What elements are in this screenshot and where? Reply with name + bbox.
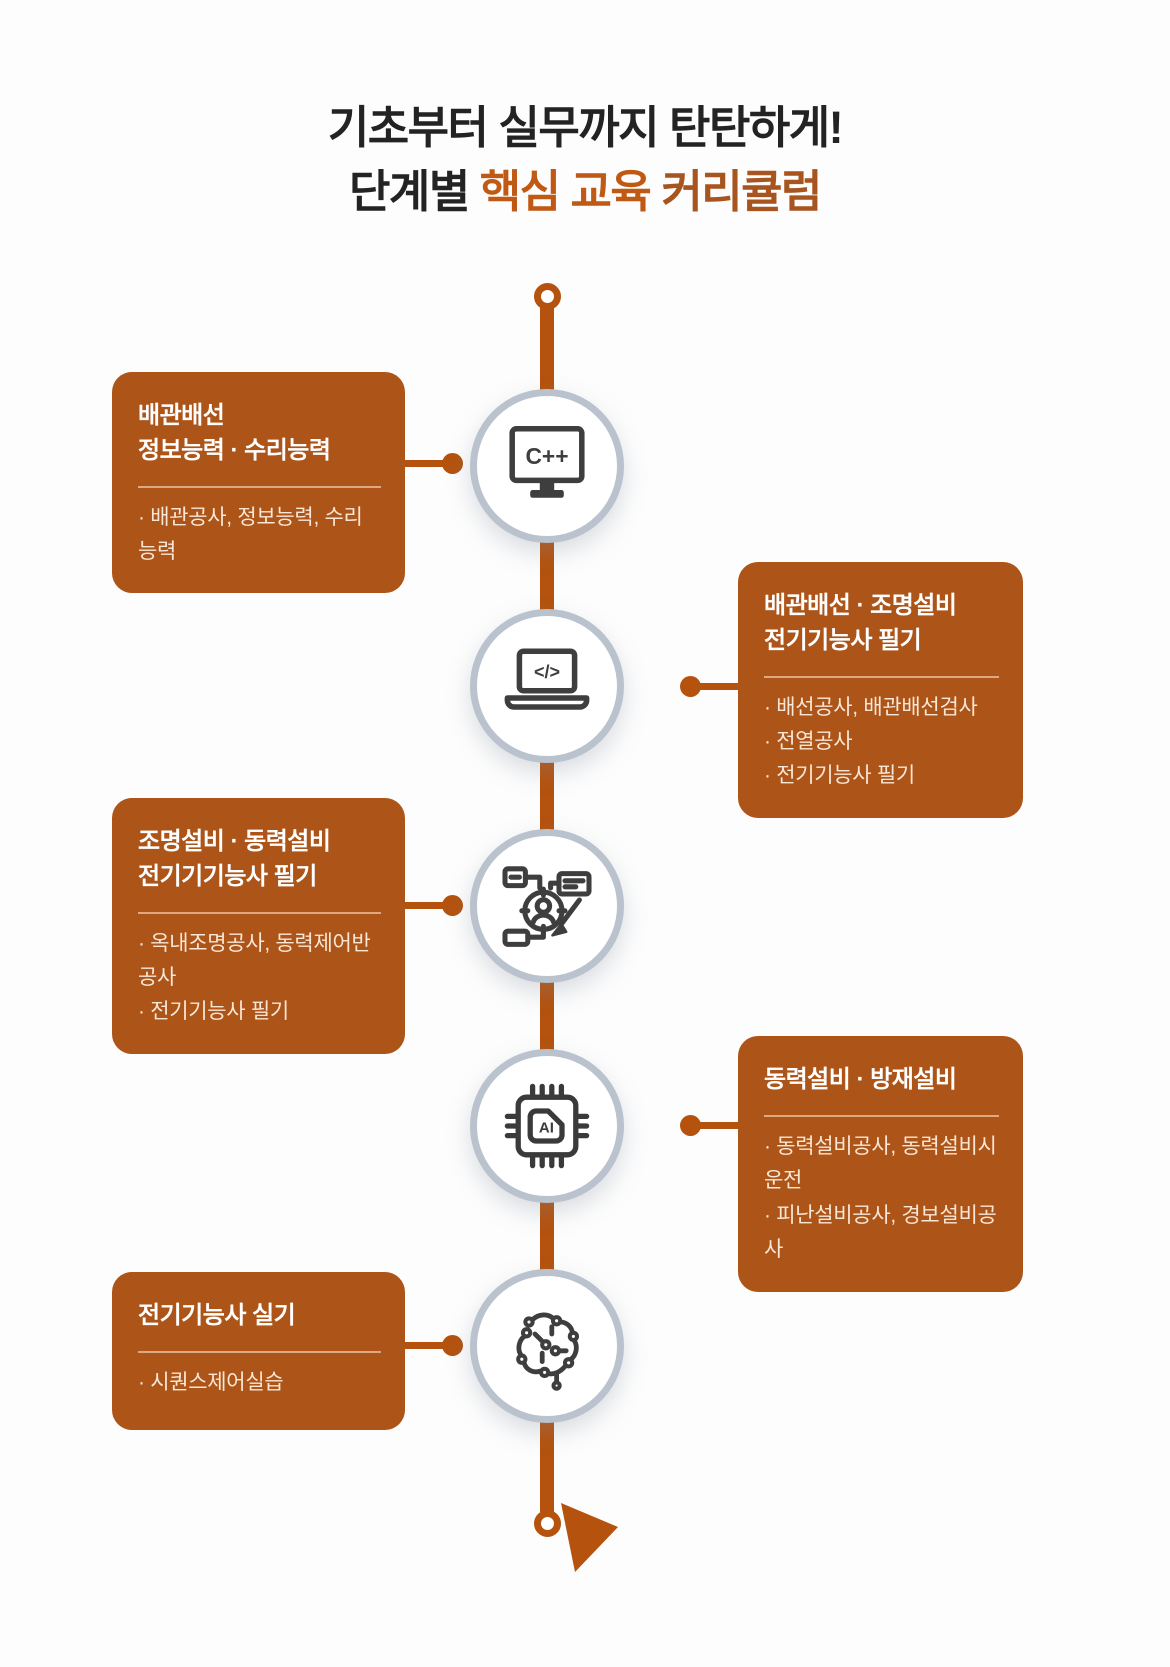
card-title-line: 전기기기능사 필기 [138, 862, 317, 890]
code-laptop-icon: </> [504, 648, 590, 710]
timeline-end-arrow-icon [561, 1503, 618, 1572]
card-bullet: · 옥내조명공사, 동력제어반공사 [138, 931, 371, 990]
card-title: 배관배선 · 조명설비 전기기능사 필기 [764, 589, 999, 659]
connector-line [405, 902, 453, 909]
cpp-monitor-icon: C++ [509, 426, 585, 498]
step-circle-4: AI [470, 1049, 624, 1203]
card-bullet: · 동력설비공사, 동력설비시운전 [764, 1134, 997, 1193]
card-title-line: 동력설비 · 방재설비 [764, 1066, 957, 1093]
card-bullet: · 피난설비공사, 경보설비공사 [764, 1203, 997, 1262]
connector-dot [442, 895, 463, 916]
page-title-line2-suffix: 커리큘럼 [661, 165, 822, 217]
card-title-line: 배관배선 · 조명설비 [764, 592, 957, 619]
connector-line [690, 1122, 740, 1129]
connector-line [405, 1342, 453, 1349]
card-title: 조명설비 · 동력설비 전기기기능사 필기 [138, 825, 381, 895]
connector-line [690, 683, 740, 690]
page-title-line2-highlight: 핵심 교육 [479, 165, 662, 217]
code-label: </> [534, 662, 560, 682]
card-title: 전기기능사 실기 [138, 1299, 381, 1334]
connector-line [405, 460, 453, 467]
card-bullet: · 배선공사, 배관배선검사 [764, 695, 978, 719]
card-title-line: 배관배선 [138, 402, 225, 429]
card-title-line: 전기기능사 실기 [138, 1302, 296, 1329]
card-divider [138, 1350, 381, 1353]
brain-circuit-icon [516, 1312, 580, 1391]
card-title-line: 정보능력 · 수리능력 [138, 436, 331, 464]
page-title-line1: 기초부터 실무까지 탄탄하게! [327, 102, 844, 153]
card-divider [764, 675, 999, 678]
step-circle-5 [470, 1269, 624, 1423]
card-title: 동력설비 · 방재설비 [764, 1063, 999, 1098]
page-title: 기초부터 실무까지 탄탄하게! 단계별 핵심 교육 커리큘럼 [0, 96, 1170, 224]
card-bullet: · 배관공사, 정보능력, 수리능력 [138, 505, 363, 564]
connector-dot [680, 676, 701, 697]
curriculum-card-2: 배관배선 · 조명설비 전기기능사 필기 · 배선공사, 배관배선검사 · 전열… [738, 562, 1023, 818]
card-bullet: · 전열공사 [764, 730, 853, 754]
curriculum-card-3: 조명설비 · 동력설비 전기기기능사 필기 · 옥내조명공사, 동력제어반공사 … [112, 798, 405, 1054]
curriculum-card-4: 동력설비 · 방재설비 · 동력설비공사, 동력설비시운전 · 피난설비공사, … [738, 1036, 1023, 1292]
curriculum-card-1: 배관배선 정보능력 · 수리능력 · 배관공사, 정보능력, 수리능력 [112, 372, 405, 594]
card-bullet: · 전기기능사 필기 [764, 764, 915, 788]
connector-dot [442, 453, 463, 474]
timeline-end-marker [534, 1510, 561, 1537]
card-title-line: 조명설비 · 동력설비 [138, 828, 331, 855]
card-bullet: · 전기기능사 필기 [138, 1000, 289, 1024]
step-circle-2: </> [470, 609, 624, 763]
cpp-label: C++ [525, 443, 568, 469]
card-title: 배관배선 정보능력 · 수리능력 [138, 399, 381, 469]
connector-dot [680, 1115, 701, 1136]
curriculum-card-5: 전기기능사 실기 · 시퀀스제어실습 [112, 1272, 405, 1430]
ai-chip-icon: AI [504, 1083, 590, 1169]
timeline-start-marker [534, 283, 561, 310]
persona-design-icon [502, 866, 592, 947]
card-title-line: 전기기능사 필기 [764, 626, 922, 654]
connector-dot [442, 1335, 463, 1356]
ai-label: AI [539, 1120, 554, 1137]
card-bullet: · 시퀀스제어실습 [138, 1370, 284, 1394]
step-circle-3 [470, 829, 624, 983]
card-divider [138, 485, 381, 488]
card-divider [138, 911, 381, 914]
page-title-line2-prefix: 단계별 [349, 165, 480, 217]
card-divider [764, 1114, 999, 1117]
step-circle-1: C++ [470, 389, 624, 543]
